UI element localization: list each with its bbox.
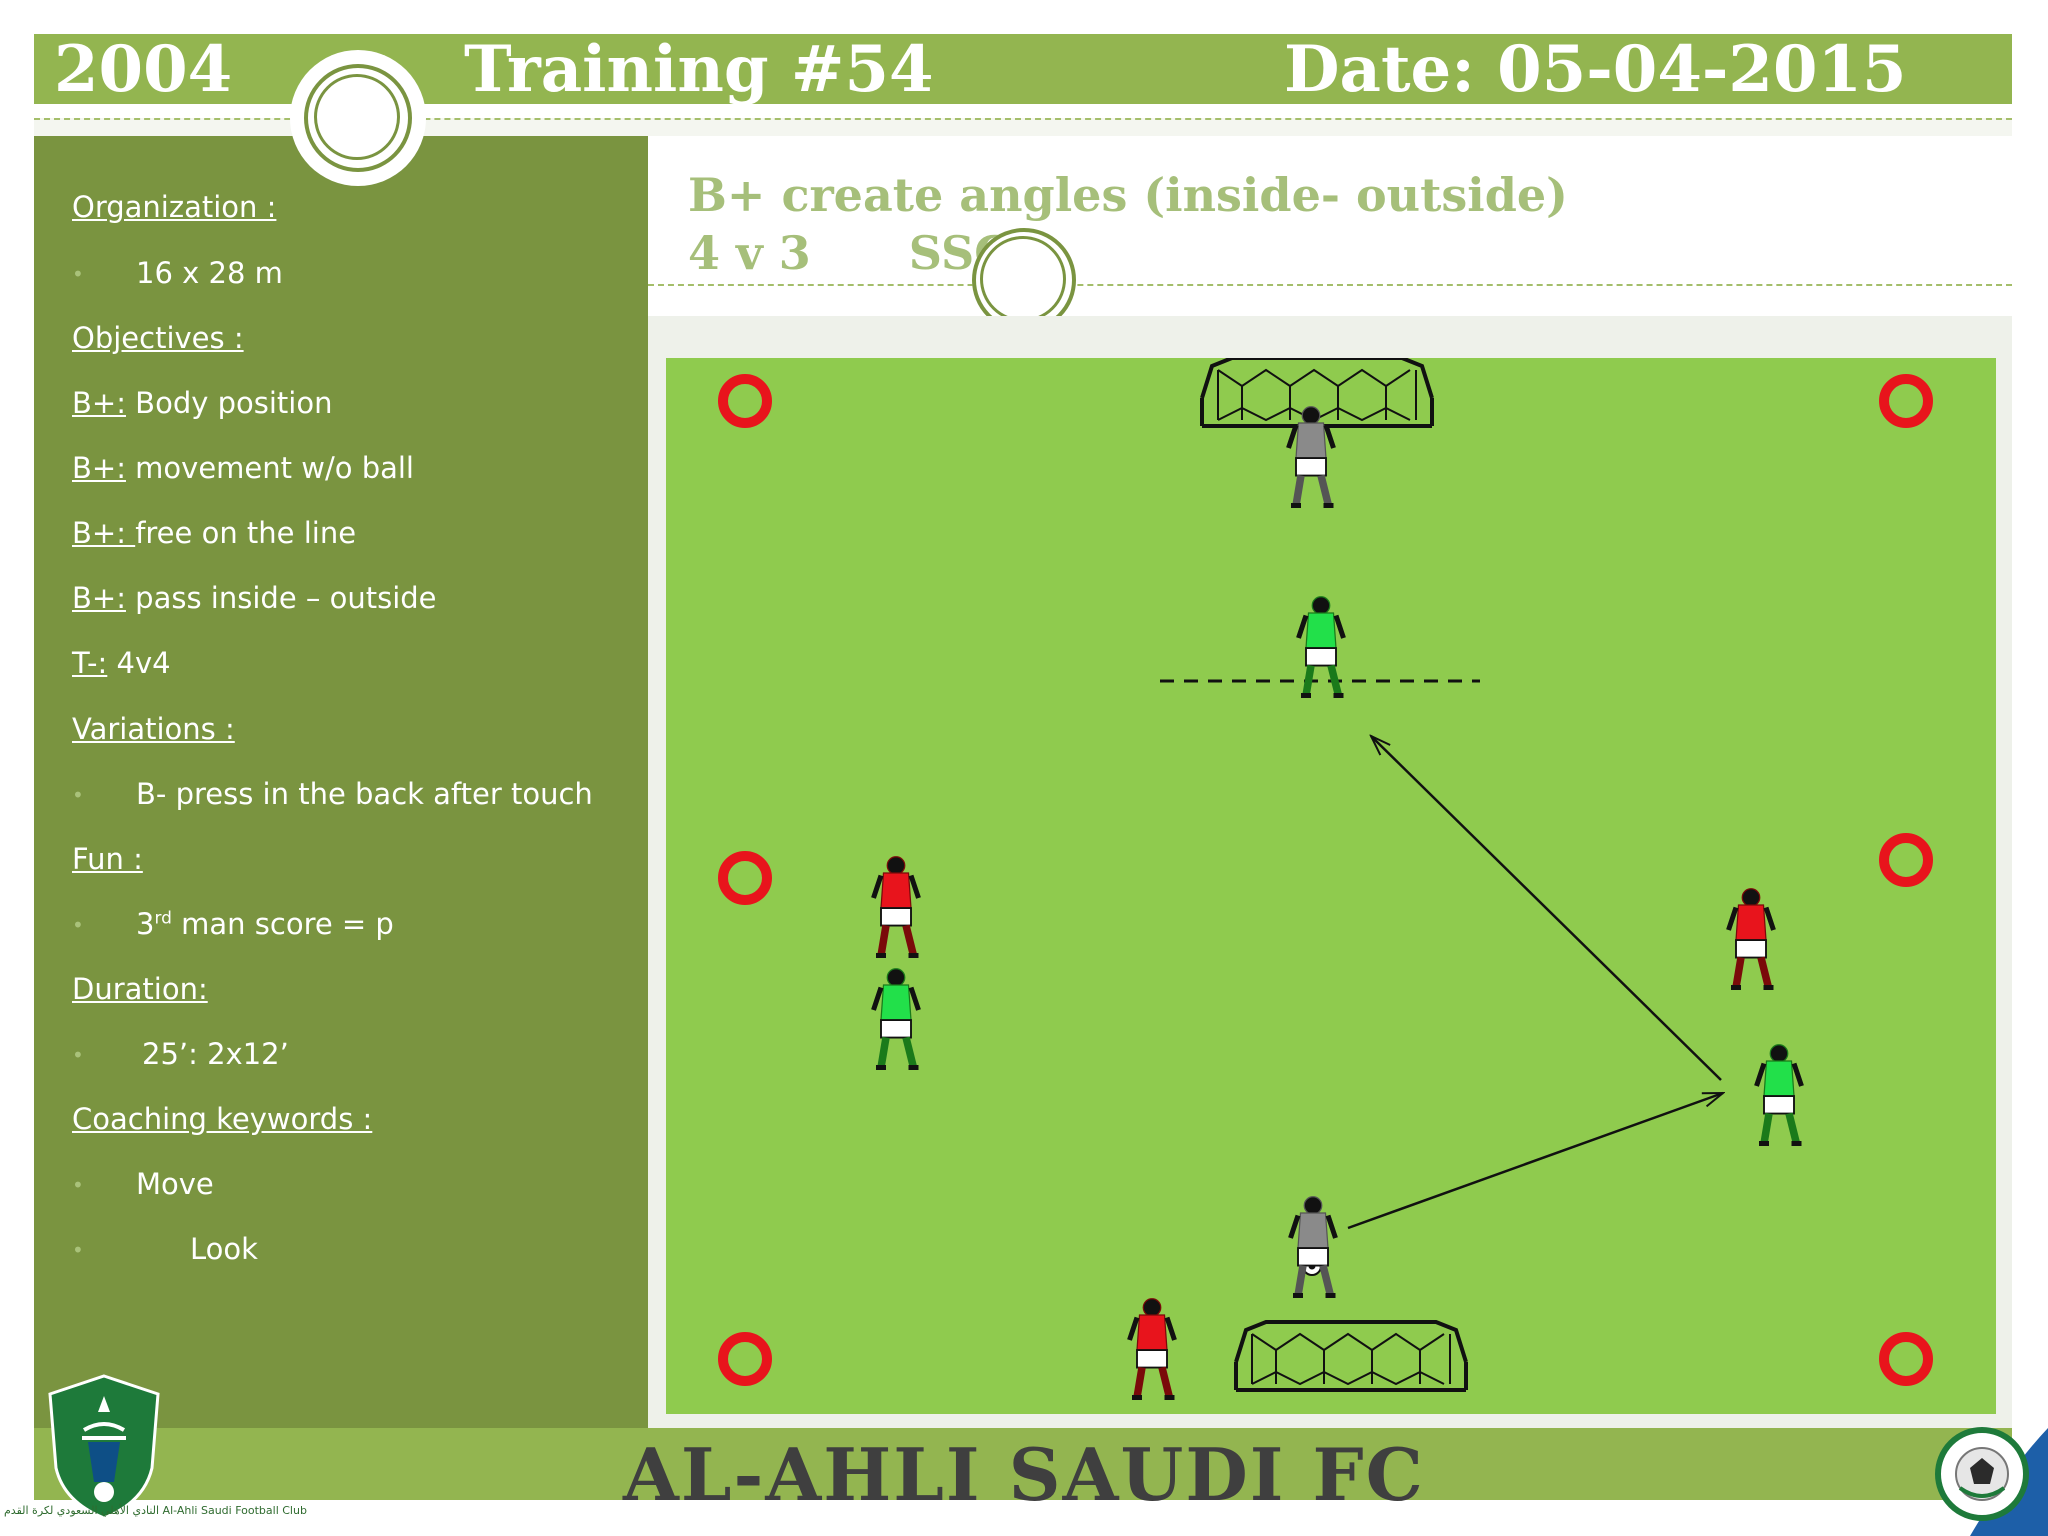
variations-value: B- press in the back after touch — [136, 777, 593, 811]
header-divider — [34, 104, 2012, 118]
bullet-icon: • — [72, 1238, 84, 1262]
goal-bottom — [1234, 1320, 1468, 1392]
player-green — [1757, 1045, 1802, 1144]
fun-value: 3rd man score = p — [136, 907, 394, 941]
organization-value: 16 x 28 m — [136, 256, 283, 290]
objective-item: B+: movement w/o ball — [72, 451, 414, 485]
bullet-icon: • — [72, 1173, 84, 1197]
header-date: Date: 05-04-2015 — [1284, 32, 1907, 107]
cone-marker — [718, 1332, 772, 1386]
notes-sidebar — [34, 136, 648, 1428]
heading-dashed-line — [648, 284, 2012, 286]
header-dashed-line — [34, 118, 2012, 120]
header-circle-badge — [290, 50, 426, 186]
duration-label: Duration: — [72, 972, 208, 1006]
fun-label: Fun : — [72, 842, 143, 876]
session-title: B+ create angles (inside- outside) — [688, 168, 1568, 222]
pitch-diagram — [718, 356, 1933, 1414]
players-layer — [874, 407, 1802, 1398]
organization-label: Organization : — [72, 190, 277, 224]
bullet-icon: • — [72, 1043, 84, 1067]
cones-layer — [718, 374, 1933, 1386]
player-keeper-bottom — [1291, 1197, 1336, 1296]
objective-item: B+: pass inside – outside — [72, 581, 437, 615]
objective-item: T-: 4v4 — [72, 646, 171, 680]
arrow-pass-inside — [1371, 736, 1722, 1081]
bullet-icon: • — [72, 783, 84, 807]
cone-marker — [1879, 1332, 1933, 1386]
cone-marker — [718, 374, 772, 428]
footer-bar — [34, 1428, 2012, 1500]
cone-marker — [718, 851, 772, 905]
objective-item: B+: free on the line — [72, 516, 357, 550]
header-year: 2004 — [54, 32, 233, 107]
player-red — [1729, 889, 1774, 988]
player-green — [874, 969, 919, 1068]
variations-label: Variations : — [72, 712, 235, 746]
player-red — [1130, 1299, 1175, 1398]
session-format: 4 v 3 — [688, 226, 811, 280]
keyword-look: Look — [190, 1232, 258, 1266]
player-keeper-top — [1289, 407, 1334, 506]
bullet-icon: • — [72, 262, 84, 286]
header-training-title: Training #54 — [464, 32, 934, 107]
club-crest-icon — [48, 1374, 160, 1520]
objectives-label: Objectives : — [72, 321, 244, 355]
football-academy-logo-icon — [1935, 1427, 2048, 1536]
keywords-label: Coaching keywords : — [72, 1102, 373, 1136]
cone-marker — [1879, 833, 1933, 887]
player-red — [874, 857, 919, 956]
cone-marker — [1879, 374, 1933, 428]
duration-value: 25’: 2x12’ — [142, 1037, 289, 1071]
training-pitch — [666, 356, 1996, 1414]
crest-caption: النادي الأهلي السعودي لكرة القدم Al-Ahli… — [4, 1504, 307, 1517]
keyword-move: Move — [136, 1167, 214, 1201]
objective-item: B+: Body position — [72, 386, 333, 420]
bullet-icon: • — [72, 913, 84, 937]
player-green — [1299, 597, 1344, 696]
club-name: AL-AHLI SAUDI FC — [623, 1432, 1425, 1517]
session-heading-area — [648, 136, 2012, 316]
arrow-pass-outside — [1347, 1091, 1723, 1230]
